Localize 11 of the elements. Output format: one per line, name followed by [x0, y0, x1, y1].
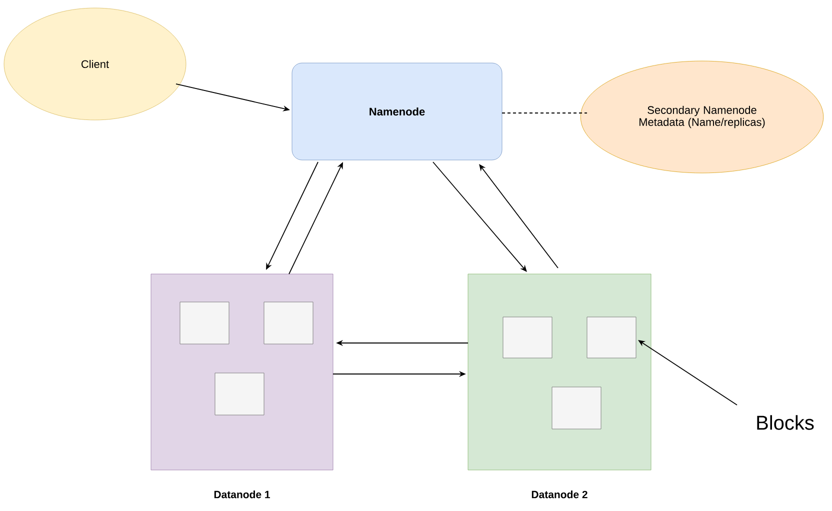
block-box	[180, 302, 230, 344]
dashed-line	[502, 112, 588, 114]
block-box	[502, 316, 552, 358]
namenode-box: Namenode	[292, 62, 502, 160]
block-box	[552, 386, 602, 430]
arrow	[479, 164, 558, 268]
block-box	[264, 302, 314, 344]
block-box	[214, 372, 264, 416]
arrow	[432, 162, 527, 272]
blocks-label: Blocks	[757, 415, 814, 430]
block-box	[586, 316, 636, 358]
